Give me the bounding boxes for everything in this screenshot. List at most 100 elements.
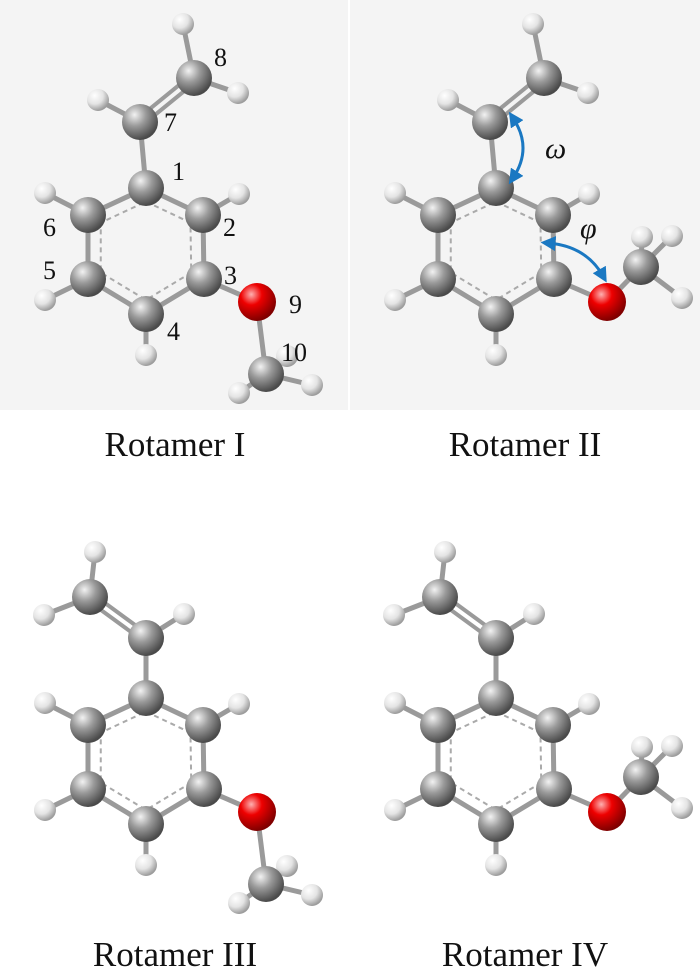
hydrogen-atom (173, 603, 195, 625)
oxygen-atom (238, 793, 276, 831)
hydrogen-atom (276, 345, 298, 367)
hydrogen-atom (434, 541, 456, 563)
caption-rotamer-2: Rotamer II (448, 425, 602, 464)
hydrogen-atom (578, 183, 600, 205)
hydrogen-atom (301, 374, 323, 396)
hydrogen-atom (228, 382, 250, 404)
carbon-atom (535, 707, 571, 743)
hydrogen-atom (485, 344, 507, 366)
carbon-atom (122, 104, 158, 140)
carbon-atom (420, 197, 456, 233)
carbon-atom (535, 197, 571, 233)
carbon-atom (128, 806, 164, 842)
atom-label-8: 8 (214, 43, 227, 72)
panel-rotamer-2-bg (350, 0, 700, 410)
hydrogen-atom (671, 287, 693, 309)
hydrogen-atom (661, 225, 683, 247)
carbon-atom (526, 60, 562, 96)
hydrogen-atom (228, 892, 250, 914)
carbon-atom (128, 680, 164, 716)
omega-label: ω (545, 132, 566, 165)
hydrogen-atom (228, 183, 250, 205)
carbon-atom (248, 356, 284, 392)
oxygen-atom (238, 283, 276, 321)
carbon-atom (248, 866, 284, 902)
omega-arrow (508, 111, 525, 185)
carbon-atom (128, 170, 164, 206)
phi-label: φ (580, 212, 597, 245)
carbon-atom (536, 771, 572, 807)
hydrogen-atom (34, 289, 56, 311)
carbon-atom (623, 249, 659, 285)
hydrogen-atom (631, 736, 653, 758)
carbon-atom (70, 197, 106, 233)
atom-label-3: 3 (224, 261, 237, 290)
atom-label-5: 5 (43, 256, 56, 285)
hydrogen-atom (227, 82, 249, 104)
carbon-atom (72, 579, 108, 615)
carbon-atom (128, 296, 164, 332)
caption-rotamer-3: Rotamer III (92, 935, 258, 974)
carbon-atom (185, 197, 221, 233)
hydrogen-atom (671, 797, 693, 819)
atom-label-2: 2 (223, 213, 236, 242)
carbon-atom (420, 771, 456, 807)
atom-label-1: 1 (172, 157, 185, 186)
carbon-atom (70, 771, 106, 807)
carbon-atom (186, 771, 222, 807)
caption-rotamer-1: Rotamer I (104, 425, 246, 464)
hydrogen-atom (523, 603, 545, 625)
hydrogen-atom (34, 799, 56, 821)
carbon-atom (70, 707, 106, 743)
hydrogen-atom (228, 693, 250, 715)
aromatic-ring (449, 710, 543, 812)
hydrogen-atom (301, 884, 323, 906)
hydrogen-atom (84, 541, 106, 563)
oxygen-atom (588, 283, 626, 321)
hydrogen-atom (578, 693, 600, 715)
hydrogen-atom (135, 854, 157, 876)
hydrogen-atom (383, 604, 405, 626)
hydrogen-atom (34, 692, 56, 714)
carbon-atom (186, 261, 222, 297)
carbon-atom (420, 261, 456, 297)
carbon-atom (478, 680, 514, 716)
hydrogen-atom (33, 604, 55, 626)
carbon-atom (478, 620, 514, 656)
carbon-atom (472, 104, 508, 140)
hydrogen-atom (384, 289, 406, 311)
carbon-atom (478, 806, 514, 842)
carbon-atom (176, 60, 212, 96)
hydrogen-atom (172, 13, 194, 35)
atom-label-10: 10 (281, 338, 307, 367)
carbon-atom (478, 170, 514, 206)
hydrogen-atom (34, 182, 56, 204)
carbon-atom (478, 296, 514, 332)
hydrogen-atom (522, 13, 544, 35)
hydrogen-atom (135, 344, 157, 366)
hydrogen-atom (276, 855, 298, 877)
atom-label-4: 4 (167, 317, 180, 346)
panel-rotamer-1-bg (0, 0, 348, 410)
hydrogen-atom (384, 692, 406, 714)
hydrogen-atom (384, 182, 406, 204)
oxygen-atom (588, 793, 626, 831)
carbon-atom (185, 707, 221, 743)
carbon-atom (422, 579, 458, 615)
atom-label-6: 6 (43, 213, 56, 242)
hydrogen-atom (437, 89, 459, 111)
hydrogen-atom (87, 89, 109, 111)
hydrogen-atom (485, 854, 507, 876)
caption-rotamer-4: Rotamer IV (441, 935, 609, 974)
atom-label-7: 7 (164, 108, 177, 137)
carbon-atom (128, 620, 164, 656)
hydrogen-atom (384, 799, 406, 821)
carbon-atom (623, 759, 659, 795)
aromatic-ring (449, 200, 543, 302)
hydrogen-atom (631, 226, 653, 248)
aromatic-ring (99, 200, 193, 302)
hydrogen-atom (661, 735, 683, 757)
hydrogen-atom (577, 82, 599, 104)
aromatic-ring (99, 710, 193, 812)
